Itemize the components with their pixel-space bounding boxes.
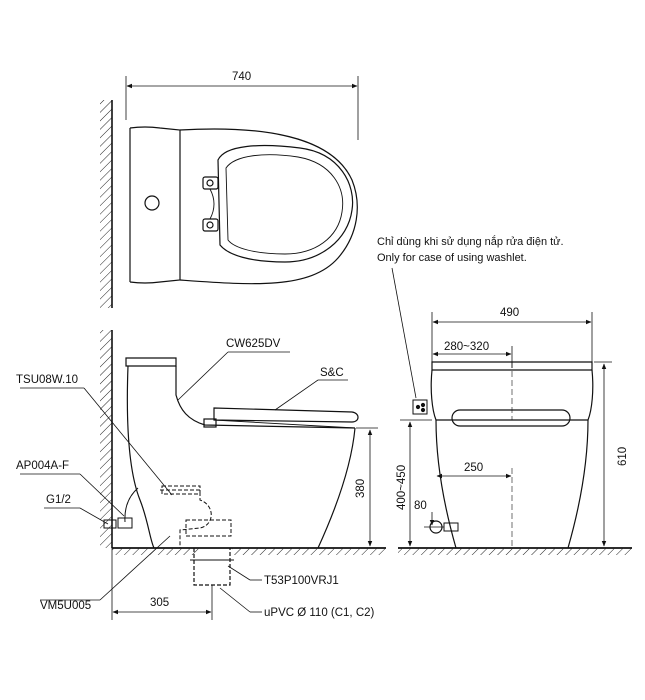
seat-inner <box>225 154 344 255</box>
dim-490-label: 490 <box>500 307 519 319</box>
tank-side <box>125 357 177 367</box>
dim-740-label: 740 <box>232 71 251 83</box>
label-ap004a: AP004A-F <box>16 460 69 472</box>
body-front <box>430 369 594 421</box>
seat-side <box>213 407 359 423</box>
label-cw625dv: CW625DV <box>226 338 281 350</box>
label-vm5u005: VM5U005 <box>40 600 91 612</box>
socket-box <box>412 399 428 415</box>
front-view <box>398 312 632 555</box>
note-vi: Chỉ dùng khi sử dụng nắp rửa điện tử. <box>377 235 564 248</box>
tank-top <box>129 126 181 284</box>
label-upvc: uPVC Ø 110 (C1, C2) <box>264 607 375 619</box>
label-g12: G1/2 <box>46 494 71 506</box>
label-seat: S&C <box>320 367 344 379</box>
bowl-side <box>317 427 356 549</box>
wall-hatch-top <box>100 100 112 308</box>
flush-button <box>144 195 160 211</box>
side-view <box>20 330 386 620</box>
dim-400-450-label: 400~450 <box>396 465 408 510</box>
note-leader <box>391 267 417 399</box>
dim-380-label: 380 <box>355 479 367 498</box>
label-tsu08w: TSU08W.10 <box>16 374 78 386</box>
label-t53p100: T53P100VRJ1 <box>264 575 339 587</box>
dim-80-label: 80 <box>414 500 427 512</box>
dim-250-label: 250 <box>464 462 483 474</box>
dim-305-label: 305 <box>150 597 169 609</box>
hose <box>124 487 139 523</box>
dim-280-320-label: 280~320 <box>444 341 489 353</box>
top-view <box>100 76 359 308</box>
note-en: Only for case of using washlet. <box>377 252 527 264</box>
seat-top-outline <box>217 144 354 263</box>
dim-610-label: 610 <box>617 447 629 466</box>
seat-front <box>451 409 571 427</box>
wall-hatch-side <box>100 330 112 548</box>
bowl-top-outline <box>179 128 358 285</box>
